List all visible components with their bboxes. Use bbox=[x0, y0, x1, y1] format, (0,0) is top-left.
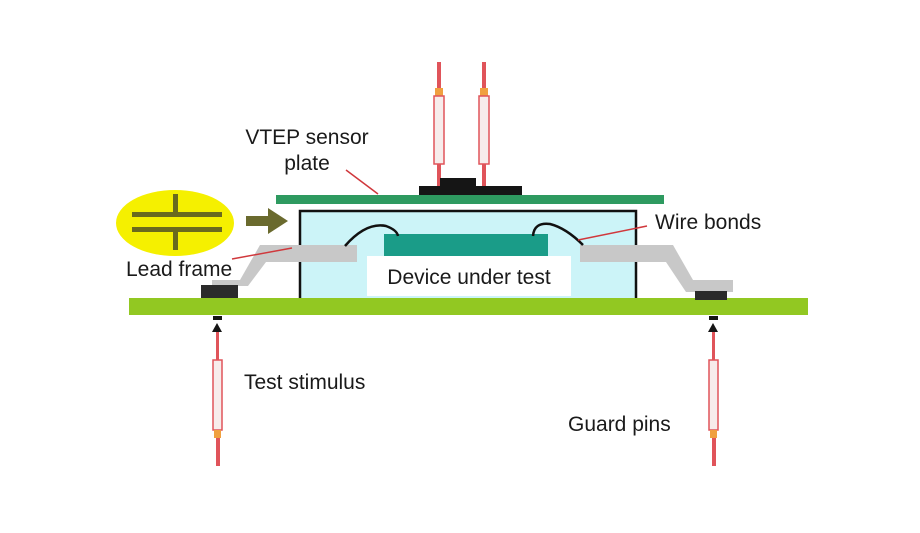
wire-bond-left bbox=[344, 224, 400, 247]
pcb-board bbox=[129, 298, 808, 315]
capacitor-symbol-icon bbox=[116, 190, 234, 256]
lead-frame-right bbox=[580, 245, 733, 292]
bottom-probe-right bbox=[708, 316, 719, 466]
wire-bond-right bbox=[531, 222, 584, 246]
wire-bonds-label: Wire bonds bbox=[655, 211, 761, 234]
sensor-plate-label-line1: VTEP sensor bbox=[245, 126, 368, 149]
top-probe-left bbox=[433, 62, 445, 188]
die bbox=[384, 234, 548, 256]
lead-frame-label: Lead frame bbox=[126, 258, 232, 281]
dut-label: Device under test bbox=[387, 266, 551, 289]
pad-left bbox=[201, 285, 238, 298]
test-stimulus-label: Test stimulus bbox=[244, 371, 365, 394]
callout-line-wire-bonds bbox=[577, 225, 648, 241]
dut-label-box bbox=[367, 256, 571, 296]
vtep-sensor-plate bbox=[276, 195, 664, 204]
callout-line-sensor bbox=[345, 169, 379, 195]
bottom-probe-left bbox=[212, 316, 223, 466]
sensor-plate-label-line2: plate bbox=[284, 152, 330, 175]
right-arrow-icon bbox=[246, 208, 288, 234]
sensor-connector bbox=[419, 178, 522, 195]
top-probe-right bbox=[478, 62, 490, 188]
guard-pins-label: Guard pins bbox=[568, 413, 671, 436]
pad-right bbox=[695, 291, 727, 300]
lead-frame-left bbox=[212, 245, 357, 286]
callout-line-lead-frame bbox=[231, 247, 293, 260]
